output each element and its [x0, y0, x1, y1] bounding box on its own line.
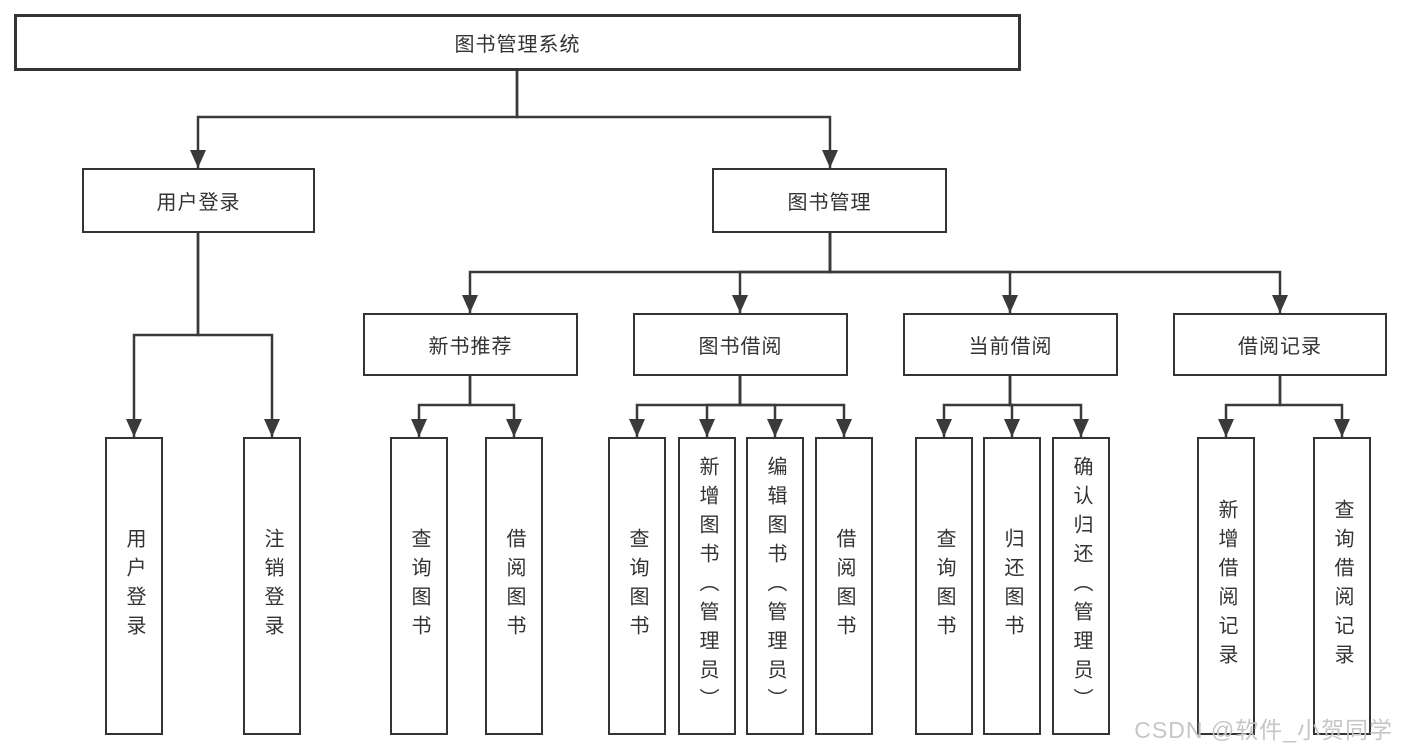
node-label: 借阅图书 [503, 528, 525, 644]
node-leaf-newbook-borrow-books: 借阅图书 [485, 437, 543, 735]
node-leaf-newbook-query-books: 查询图书 [390, 437, 448, 735]
connector-current-return [1004, 376, 1020, 437]
node-leaf-logout: 注销登录 [243, 437, 301, 735]
node-label: 查询借阅记录 [1331, 499, 1353, 673]
node-book-management-module: 图书管理 [712, 168, 947, 233]
connector-mgmt-borrow [732, 233, 832, 313]
node-library-management-system: 图书管理系统 [14, 14, 1021, 71]
node-label: 查询图书 [933, 528, 955, 644]
node-label: 图书借阅 [698, 336, 783, 358]
connector-borrow-add [699, 376, 742, 437]
node-label: 确认归还（管理员） [1070, 455, 1092, 717]
node-label: 查询图书 [626, 528, 648, 644]
node-leaf-current-return-books: 归还图书 [983, 437, 1041, 735]
node-leaf-records-query-record: 查询借阅记录 [1313, 437, 1371, 735]
connector-current-query [936, 376, 1012, 437]
csdn-watermark: CSDN @软件_小贺同学 [1134, 717, 1393, 743]
node-leaf-borrow-add-books-admin: 新增图书（管理员） [678, 437, 736, 735]
node-label: 借阅图书 [833, 528, 855, 644]
connector-mgmt-newbook [462, 233, 832, 313]
node-label: 当前借阅 [968, 336, 1053, 358]
node-label: 图书管理 [787, 192, 872, 214]
node-leaf-borrow-borrow-books: 借阅图书 [815, 437, 873, 735]
node-label: 注销登录 [261, 528, 283, 644]
connector-root-mgmt [515, 70, 838, 168]
connector-login-userlogin [126, 233, 200, 437]
connector-newbook-borrow [468, 376, 522, 437]
node-label: 编辑图书（管理员） [764, 455, 786, 717]
connector-newbook-query [411, 376, 472, 437]
node-label: 图书管理系统 [454, 34, 581, 56]
connector-records-query [1278, 376, 1350, 437]
node-label: 新增借阅记录 [1215, 499, 1237, 673]
node-leaf-borrow-query-books: 查询图书 [608, 437, 666, 735]
node-leaf-current-confirm-return-admin: 确认归还（管理员） [1052, 437, 1110, 735]
connector-current-confirm [1008, 376, 1089, 437]
node-leaf-user-login: 用户登录 [105, 437, 163, 735]
node-label: 新书推荐 [428, 336, 513, 358]
node-borrowing-records: 借阅记录 [1173, 313, 1387, 376]
node-leaf-records-add-record: 新增借阅记录 [1197, 437, 1255, 735]
node-leaf-borrow-edit-books-admin: 编辑图书（管理员） [746, 437, 804, 735]
node-book-borrowing: 图书借阅 [633, 313, 848, 376]
node-label: 新增图书（管理员） [696, 455, 718, 717]
node-label: 归还图书 [1001, 528, 1023, 644]
connector-mgmt-records [828, 233, 1288, 313]
node-label: 用户登录 [123, 528, 145, 644]
connector-records-add [1218, 376, 1282, 437]
node-current-borrowing: 当前借阅 [903, 313, 1118, 376]
node-user-login-module: 用户登录 [82, 168, 315, 233]
connector-borrow-borrowbook [738, 376, 852, 437]
node-new-book-recommendation: 新书推荐 [363, 313, 578, 376]
node-label: 借阅记录 [1238, 336, 1322, 358]
node-label: 用户登录 [156, 192, 241, 214]
connector-borrow-edit [738, 376, 783, 437]
connector-borrow-query [629, 376, 742, 437]
connector-login-logout [196, 233, 280, 437]
node-label: 查询图书 [408, 528, 430, 644]
node-leaf-current-query-books: 查询图书 [915, 437, 973, 735]
connector-root-login [190, 70, 519, 168]
connector-mgmt-current [828, 233, 1018, 313]
